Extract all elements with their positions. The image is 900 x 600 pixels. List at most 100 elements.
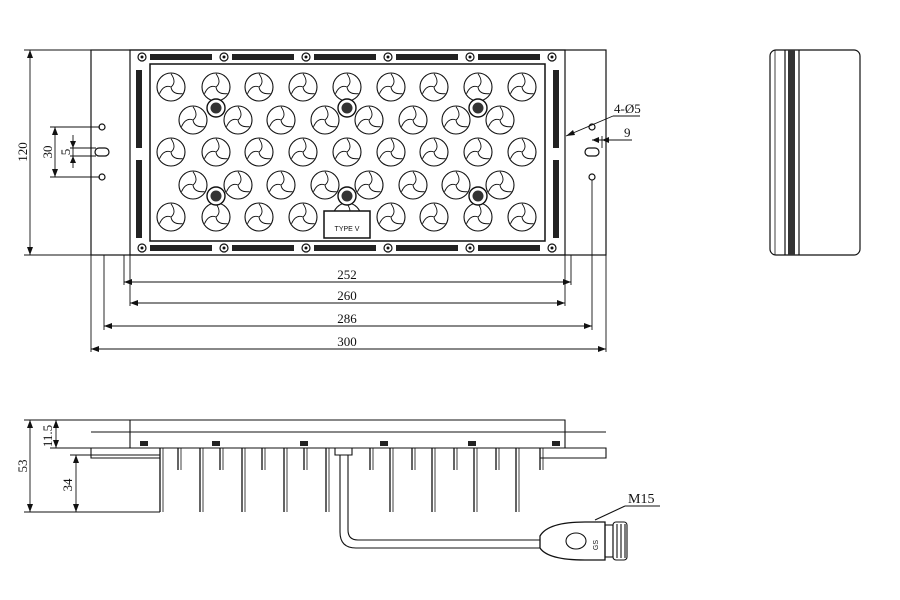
top-clamp-bar [150, 54, 212, 60]
standoff-icon [468, 186, 488, 206]
dim-34: 34 [60, 478, 75, 492]
lens-icon [507, 202, 537, 232]
screw-center [222, 55, 226, 59]
connector-label: M15 [628, 492, 654, 507]
top-clamp-bar [478, 54, 540, 60]
dim-11-5: 11.5 [40, 425, 55, 447]
connector-badge: GS [593, 540, 600, 550]
standoff-icon [468, 98, 488, 118]
module-frame-details [136, 52, 559, 253]
bottom-clamp-bar [478, 245, 540, 251]
cable-assembly [334, 448, 660, 561]
lens-icon [419, 202, 449, 232]
standoff-icon [206, 98, 226, 118]
dim-286: 286 [337, 311, 357, 326]
lens-icon [463, 72, 493, 102]
vertical-dimension-arrows-front [27, 420, 79, 512]
lens-icon [288, 137, 318, 167]
lens-icon [201, 137, 231, 167]
lens-icon [332, 137, 362, 167]
dim-9: 9 [624, 125, 631, 140]
top-view [90, 49, 607, 256]
screw-center [468, 246, 472, 250]
lens-icon [419, 72, 449, 102]
lens-icon [266, 170, 296, 200]
lens-icon [332, 72, 362, 102]
lens-icon [310, 105, 340, 135]
screw-center [386, 246, 390, 250]
lens-icon [354, 105, 384, 135]
left-side-bar [136, 160, 142, 238]
lens-icon [463, 137, 493, 167]
horizontal-dimension-arrows [91, 279, 606, 352]
lens-array [156, 72, 537, 232]
screw-icon [219, 52, 229, 62]
lens-icon [178, 105, 208, 135]
screw-icon [301, 52, 311, 62]
vertical-dimension-arrows-top [27, 50, 76, 255]
lens-icon [354, 170, 384, 200]
lens-field-outline [149, 63, 546, 242]
lens-icon [156, 72, 186, 102]
lens-icon [398, 170, 428, 200]
lens-icon [507, 72, 537, 102]
top-clamp-bar [232, 54, 294, 60]
screw-center [140, 55, 144, 59]
standoff-icon [337, 186, 357, 206]
bottom-clamp-bar [150, 245, 212, 251]
screw-icon [137, 52, 147, 62]
screw-icon [465, 243, 475, 253]
screw-icon [219, 243, 229, 253]
dim-holes: 4-Ø5 [614, 101, 641, 116]
screw-center [550, 246, 554, 250]
type-label-box: TYPE V [323, 210, 371, 239]
screw-icon [547, 52, 557, 62]
lens-icon [223, 170, 253, 200]
screw-center [386, 55, 390, 59]
vertical-dimensions-front [24, 419, 160, 513]
screw-center [304, 55, 308, 59]
lens-icon [376, 137, 406, 167]
lens-icon [288, 72, 318, 102]
vertical-dimensions-top [24, 49, 100, 256]
screw-icon [465, 52, 475, 62]
bottom-clamp-bar [396, 245, 458, 251]
screw-center [468, 55, 472, 59]
heatsink-fins [140, 441, 560, 512]
lens-icon [376, 202, 406, 232]
lens-icon [223, 105, 253, 135]
screw-icon [301, 243, 311, 253]
front-view [90, 419, 607, 459]
right-hole-bottom [588, 173, 596, 181]
lens-icon [266, 105, 296, 135]
lens-icon [201, 202, 231, 232]
lens-icon [244, 72, 274, 102]
lens-icon [463, 202, 493, 232]
dim-252: 252 [337, 267, 357, 282]
gasket-mark [380, 441, 388, 446]
right-slot [584, 147, 600, 157]
gasket-mark [468, 441, 476, 446]
right-hole-top [588, 123, 596, 131]
dim-300: 300 [337, 334, 357, 349]
gasket-mark [212, 441, 220, 446]
lens-icon [398, 105, 428, 135]
screw-center [140, 246, 144, 250]
standoff-icon [337, 98, 357, 118]
screw-icon [137, 243, 147, 253]
gasket-mark [300, 441, 308, 446]
gasket-mark [552, 441, 560, 446]
lens-icon [376, 72, 406, 102]
lens-icon [441, 170, 471, 200]
lens-icon [244, 202, 274, 232]
right-side-bar [553, 160, 559, 238]
screw-center [304, 246, 308, 250]
top-clamp-bar [396, 54, 458, 60]
screw-center [550, 55, 554, 59]
lens-icon [156, 137, 186, 167]
hole-callout-arrows [566, 130, 609, 143]
lens-icon [288, 202, 318, 232]
gasket-mark [140, 441, 148, 446]
left-slot [94, 147, 110, 157]
